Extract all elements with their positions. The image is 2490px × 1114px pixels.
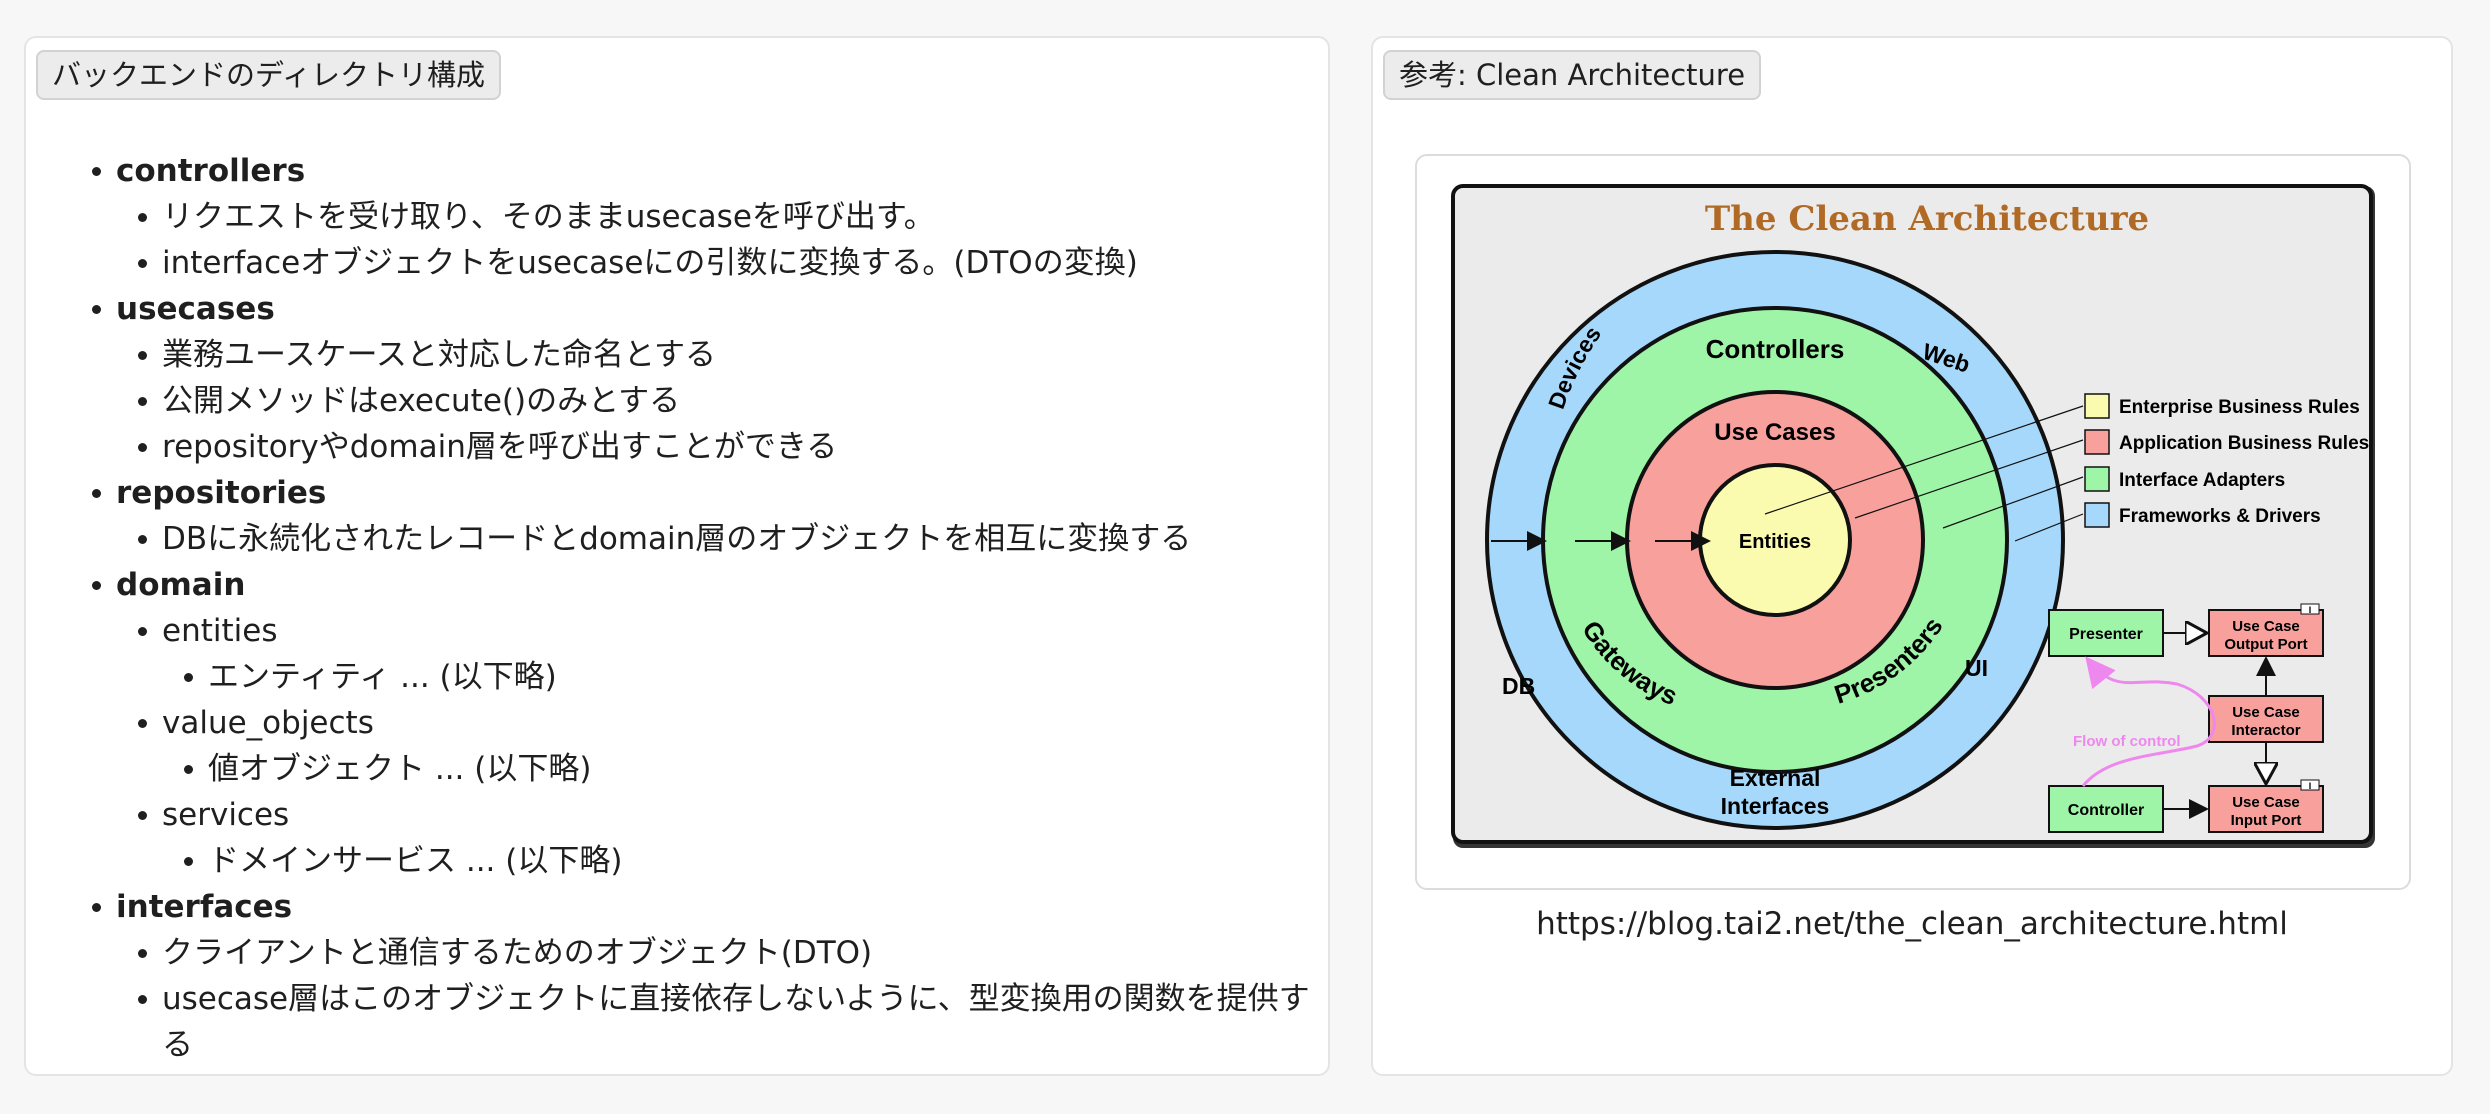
legend-leader-line — [2014, 513, 2084, 542]
list-item: entities エンティティ ... (以下略) — [138, 608, 1316, 700]
sub-list: エンティティ ... (以下略) — [162, 654, 1316, 700]
list-item-text: リクエストを受け取り、そのままusecaseを呼び出す。 — [162, 199, 935, 235]
directory-notes: クライアントと通信するためのオブジェクト(DTO) usecase層はこのオブジェ… — [116, 930, 1316, 1068]
legend-swatch — [2084, 429, 2110, 455]
port-marker-label: I — [2309, 605, 2312, 615]
output-port-label: Output Port — [2224, 636, 2307, 653]
db-label: DB — [1502, 673, 1535, 699]
panel-title: バックエンドのディレクトリ構成 — [36, 50, 501, 100]
legend-leader-line — [1854, 439, 2084, 519]
input-port-label: Input Port — [2231, 812, 2302, 829]
controller-label: Controller — [2068, 802, 2144, 819]
list-item: services ドメインサービス ... (以下略) — [138, 792, 1316, 884]
list-item-text: 公開メソッドはexecute()のみとする — [162, 383, 681, 419]
list-item: 業務ユースケースと対応した命名とする — [138, 332, 1316, 378]
presenter-label: Presenter — [2069, 626, 2143, 643]
port-marker — [2300, 779, 2320, 791]
output-port-label: Use Case — [2232, 618, 2300, 635]
directory-notes: リクエストを受け取り、そのままusecaseを呼び出す。 interfaceオブジ… — [116, 194, 1316, 286]
directory-name: domain — [116, 567, 246, 603]
controllers-label: Controllers — [1706, 334, 1845, 364]
sub-list-item: 値オブジェクト ... (以下略) — [184, 746, 1316, 792]
directory-interfaces: interfaces クライアントと通信するためのオブジェクト(DTO) useca… — [92, 884, 1316, 1068]
list-item: 公開メソッドはexecute()のみとする — [138, 378, 1316, 424]
sub-list-item: ドメインサービス ... (以下略) — [184, 838, 1316, 884]
list-item: クライアントと通信するためのオブジェクト(DTO) — [138, 930, 1316, 976]
directory-name: usecases — [116, 291, 275, 327]
list-item-text: entities — [162, 613, 278, 649]
diagram-title: The Clean Architecture — [1705, 199, 2149, 239]
directory-name: controllers — [116, 153, 306, 189]
external-label: External — [1730, 765, 1821, 791]
directory-controllers: controllers リクエストを受け取り、そのままusecaseを呼び出す。 i… — [92, 148, 1316, 286]
list-item-text: usecase層はこのオブジェクトに直接依存しないように、型変換用の関数を提供す… — [162, 981, 1310, 1063]
interactor-label: Interactor — [2231, 722, 2300, 739]
directory-structure-panel: バックエンドのディレクトリ構成 controllers リクエストを受け取り、その… — [24, 36, 1330, 1076]
legend-label: Frameworks & Drivers — [2119, 506, 2321, 527]
list-item-text: repositoryやdomain層を呼び出すことができる — [162, 429, 838, 465]
legend-leader-line — [1764, 405, 2084, 515]
directory-notes: DBに永続化されたレコードとdomain層のオブジェクトを相互に変換する — [116, 516, 1316, 562]
directory-notes: entities エンティティ ... (以下略) value_objects 値オブ… — [116, 608, 1316, 884]
input-port-label: Use Case — [2232, 794, 2300, 811]
legend: Enterprise Business Rules Application Bu… — [2084, 393, 2369, 528]
legend-swatch — [2084, 502, 2110, 528]
list-item-text: services — [162, 797, 290, 833]
directory-notes: 業務ユースケースと対応した命名とする公開メソッドはexecute()のみとする r… — [116, 332, 1316, 470]
output-port-box — [2208, 609, 2324, 657]
list-item: value_objects 値オブジェクト ... (以下略) — [138, 700, 1316, 792]
list-item: interfaceオブジェクトをusecaseにの引数に変換する。(DTOの変換… — [138, 240, 1316, 286]
legend-label: Enterprise Business Rules — [2119, 397, 2360, 418]
directory-tree: controllers リクエストを受け取り、そのままusecaseを呼び出す。 i… — [92, 148, 1316, 1068]
legend-leader-line — [1942, 476, 2084, 529]
directory-usecases: usecases 業務ユースケースと対応した命名とする公開メソッドはexecute… — [92, 286, 1316, 470]
flow-of-control-label: Flow of control — [2073, 733, 2180, 750]
source-url: https://blog.tai2.net/the_clean_architec… — [1536, 906, 2288, 942]
interactor-label: Use Case — [2232, 704, 2300, 721]
legend-swatch — [2084, 466, 2110, 492]
legend-label: Application Business Rules — [2119, 433, 2369, 454]
input-port-box — [2208, 785, 2324, 833]
panel-title: 参考: Clean Architecture — [1383, 50, 1762, 100]
reference-panel: 参考: Clean Architecture The Clean Ar — [1371, 36, 2453, 1076]
clean-architecture-figure: The Clean Architecture Devices Web DB UI… — [1415, 154, 2411, 890]
clean-architecture-diagram: The Clean Architecture Devices Web DB UI… — [1451, 184, 2375, 848]
entities-label: Entities — [1739, 531, 1811, 553]
legend-label: Interface Adapters — [2119, 470, 2285, 491]
list-item-text: value_objects — [162, 705, 374, 741]
controller-box — [2048, 785, 2164, 833]
flow-of-control-diagram: Presenter Use Case Output Port I Use Cas… — [2048, 603, 2324, 833]
interfaces-label: Interfaces — [1721, 793, 1830, 819]
list-item-text: interfaceオブジェクトをusecaseにの引数に変換する。(DTOの変換… — [162, 245, 1138, 281]
list-item-text: クライアントと通信するためのオブジェクト(DTO) — [162, 935, 873, 971]
sub-list: 値オブジェクト ... (以下略) — [162, 746, 1316, 792]
port-marker — [2300, 603, 2320, 615]
flow-of-control-arrow — [2081, 656, 2216, 787]
use-cases-label: Use Cases — [1714, 419, 1835, 446]
directory-name: repositories — [116, 475, 327, 511]
list-item-text: DBに永続化されたレコードとdomain層のオブジェクトを相互に変換する — [162, 521, 1192, 557]
port-marker-label: I — [2309, 781, 2312, 791]
list-item: リクエストを受け取り、そのままusecaseを呼び出す。 — [138, 194, 1316, 240]
list-item: usecase層はこのオブジェクトに直接依存しないように、型変換用の関数を提供す… — [138, 976, 1316, 1068]
ui-label: UI — [1965, 655, 1988, 681]
sub-list-item: エンティティ ... (以下略) — [184, 654, 1316, 700]
list-item: DBに永続化されたレコードとdomain層のオブジェクトを相互に変換する — [138, 516, 1316, 562]
legend-swatch — [2084, 393, 2110, 419]
list-item: repositoryやdomain層を呼び出すことができる — [138, 424, 1316, 470]
sub-list: ドメインサービス ... (以下略) — [162, 838, 1316, 884]
list-item-text: 業務ユースケースと対応した命名とする — [162, 337, 716, 373]
directory-name: interfaces — [116, 889, 293, 925]
